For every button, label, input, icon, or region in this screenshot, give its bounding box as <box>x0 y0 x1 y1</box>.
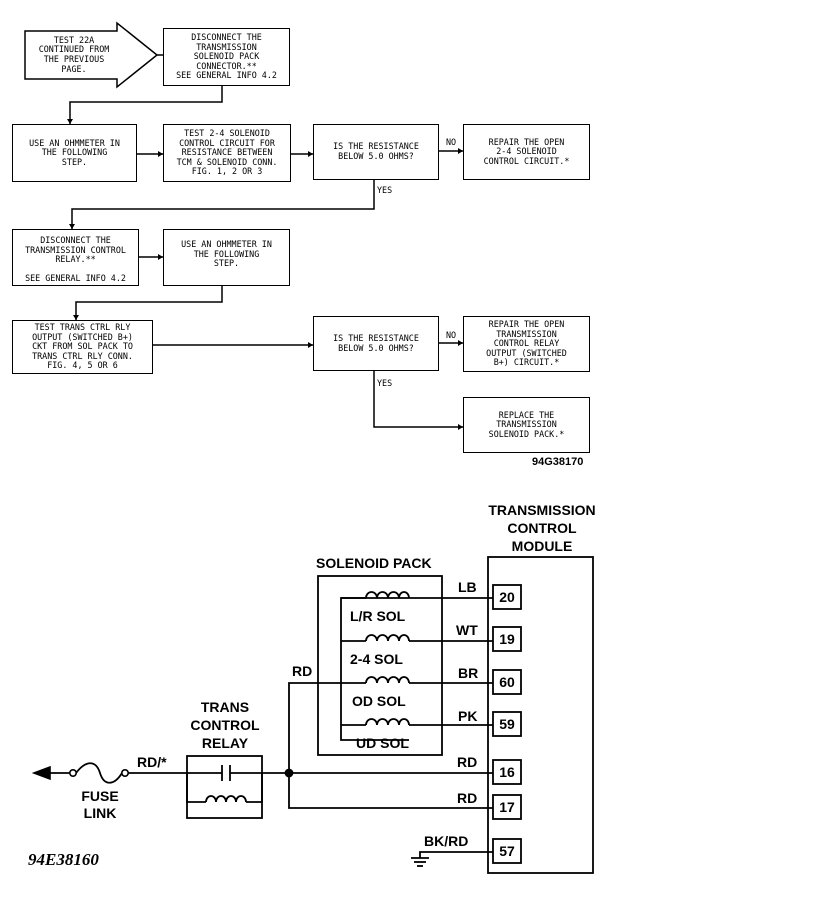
fuse-label-2: LINK <box>83 805 117 821</box>
box-use-ohmmeter-1: USE AN OHMMETER IN THE FOLLOWING STEP. <box>12 124 137 182</box>
box-repair-relay-circuit: REPAIR THE OPEN TRANSMISSION CONTROL REL… <box>463 316 590 372</box>
solenoid-pack-title: SOLENOID PACK <box>316 555 432 571</box>
sol-label-lr: L/R SOL <box>350 608 406 624</box>
coil-relay <box>205 795 247 803</box>
coil-ud <box>365 718 410 726</box>
relay-label-1: TRANS <box>200 699 250 715</box>
box-replace-solenoid-pack: REPLACE THE TRANSMISSION SOLENOID PACK.* <box>463 397 590 453</box>
pin-20: 20 <box>499 589 515 605</box>
box-question-resistance-2: IS THE RESISTANCE BELOW 5.0 OHMS? <box>313 316 439 371</box>
pin-60: 60 <box>499 674 515 690</box>
start-arrow-shape <box>24 21 159 89</box>
power-arrow-icon <box>31 765 51 781</box>
pin-box-19 <box>492 626 522 652</box>
wire-label-rd-16: RD <box>457 754 478 770</box>
coil-24 <box>365 634 410 642</box>
wire-label-rd-pack: RD <box>292 663 313 679</box>
label-yes-1: YES <box>377 185 393 195</box>
box-repair-2-4-circuit: REPAIR THE OPEN 2-4 SOLENOID CONTROL CIR… <box>463 124 590 180</box>
pin-box-17 <box>492 794 522 820</box>
tcm-module-outline <box>487 556 594 874</box>
wire-label-rd-fuse: RD/* <box>137 754 167 770</box>
wire-label-wt: WT <box>456 622 478 638</box>
splice-dot <box>284 768 294 778</box>
tcm-title-line-2: CONTROL <box>507 520 577 536</box>
wire-label-rd-17: RD <box>457 790 478 806</box>
coil-od <box>365 676 410 684</box>
pin-59: 59 <box>499 716 515 732</box>
box-question-resistance-1: IS THE RESISTANCE BELOW 5.0 OHMS? <box>313 124 439 180</box>
fuse-label-1: FUSE <box>81 788 119 804</box>
pin-19: 19 <box>499 631 515 647</box>
relay-outline <box>186 755 263 819</box>
sol-label-24: 2-4 SOL <box>350 651 403 667</box>
pin-57: 57 <box>499 843 515 859</box>
label-no-1: NO <box>446 137 457 147</box>
box-disconnect-solenoid-pack: DISCONNECT THE TRANSMISSION SOLENOID PAC… <box>163 28 290 86</box>
wire-label-bk-rd: BK/RD <box>424 833 469 849</box>
pin-17: 17 <box>499 799 515 815</box>
tcm-title-line-1: TRANSMISSION <box>488 502 596 518</box>
box-test-trans-ctrl-relay: TEST TRANS CTRL RLY OUTPUT (SWITCHED B+)… <box>12 320 153 374</box>
sol-label-ud: UD SOL <box>356 735 409 751</box>
pin-box-20 <box>492 584 522 610</box>
coil-lr <box>365 591 410 599</box>
start-arrow-text: TEST 22A CONTINUED FROM THE PREVIOUS PAG… <box>38 34 110 74</box>
wire-label-lb: LB <box>458 579 477 595</box>
label-yes-2: YES <box>377 378 393 388</box>
label-no-2: NO <box>446 330 457 340</box>
relay-label-2: CONTROL <box>190 717 260 733</box>
wire-label-pk: PK <box>458 708 478 724</box>
schematic-figure-id: 94E38160 <box>28 850 99 869</box>
pin-box-57 <box>492 838 522 864</box>
solenoid-pack-outline <box>317 575 443 756</box>
box-use-ohmmeter-2: USE AN OHMMETER IN THE FOLLOWING STEP. <box>163 229 290 286</box>
pin-16: 16 <box>499 764 515 780</box>
box-disconnect-control-relay: DISCONNECT THE TRANSMISSION CONTROL RELA… <box>12 229 139 286</box>
relay-label-3: RELAY <box>201 735 249 751</box>
wire-label-br: BR <box>458 665 479 681</box>
pin-box-60 <box>492 669 522 695</box>
sol-label-od: OD SOL <box>352 693 406 709</box>
flowchart-figure-id: 94G38170 <box>532 456 584 468</box>
box-test-2-4-solenoid: TEST 2-4 SOLENOID CONTROL CIRCUIT FOR RE… <box>163 124 291 182</box>
pin-box-59 <box>492 711 522 737</box>
pin-box-16 <box>492 759 522 785</box>
tcm-title-line-3: MODULE <box>511 538 573 554</box>
